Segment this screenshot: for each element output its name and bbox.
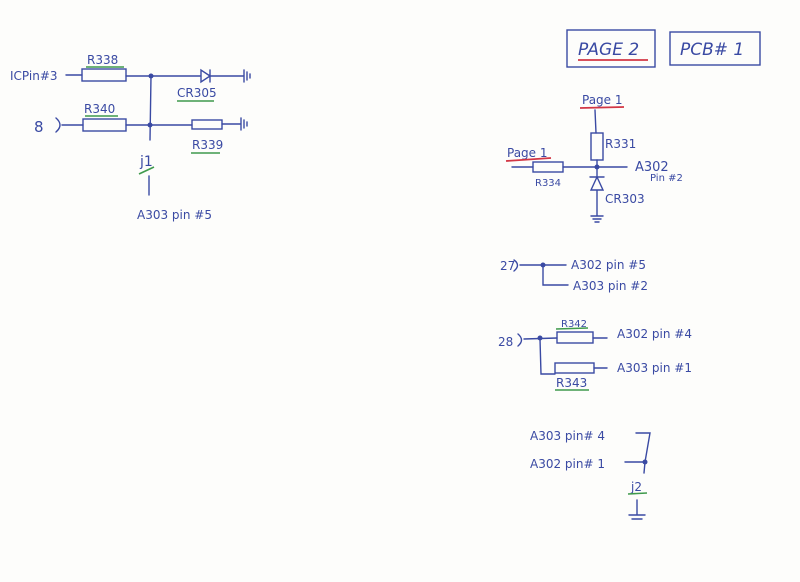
page-label: PAGE 2 (578, 40, 639, 60)
right-top-circuit: Page 1 R331 R334 Page 1 A302 Pin #2 CR30… (505, 93, 683, 223)
a303-pin2-label: A303 pin #2 (573, 279, 648, 293)
r342-label: R342 (561, 319, 587, 330)
resistor-r338 (81, 68, 127, 82)
r343-label: R343 (556, 376, 587, 390)
connector-27: 27 A302 pin #5 A303 pin #2 (500, 258, 648, 293)
r331-label: R331 (605, 137, 636, 151)
page-label-box: PAGE 2 (566, 29, 656, 68)
left-circuit: ICPin#3 R338 CR305 8 R340 R339 j1 A303 p… (10, 53, 251, 222)
resistor-r342 (556, 331, 594, 344)
diode-cr305 (200, 68, 251, 84)
a302-pin2-label: Pin #2 (650, 173, 683, 184)
resistor-r339 (191, 119, 223, 130)
diode-cr303 (589, 166, 605, 223)
a303-pin1-label: A303 pin #1 (617, 361, 692, 375)
connector-28-label: 28 (498, 335, 513, 349)
input-8-label: 8 (34, 118, 44, 136)
j2-label: j2 (630, 480, 642, 494)
resistor-r334 (532, 161, 564, 173)
j1-label: j1 (139, 154, 153, 170)
pcb-label: PCB# 1 (680, 40, 744, 60)
resistor-r340 (82, 118, 127, 132)
input-ic-pin3-label: ICPin#3 (10, 69, 58, 83)
r339-label: R339 (192, 138, 223, 152)
r340-label: R340 (84, 102, 115, 116)
pcb-label-box: PCB# 1 (669, 31, 761, 66)
r338-label: R338 (87, 53, 118, 67)
a302-pin4-label: A302 pin #4 (617, 327, 692, 341)
a303-pin4-label: A303 pin# 4 (530, 429, 605, 443)
junction-j2: A303 pin# 4 A302 pin# 1 j2 (530, 429, 651, 520)
connector-28: 28 R342 R343 A302 pin #4 A303 pin #1 (498, 319, 692, 391)
connector-27-label: 27 (500, 259, 515, 273)
a302-pin5-label: A302 pin #5 (571, 258, 646, 272)
page1-top-ref: Page 1 (582, 93, 623, 107)
cr303-label: CR303 (605, 192, 645, 206)
r334-label: R334 (535, 178, 561, 189)
resistor-r331 (590, 132, 604, 161)
a303-pin5-label: A303 pin #5 (137, 208, 212, 222)
a302-label: A302 (635, 160, 669, 175)
page1-left-ref: Page 1 (507, 146, 548, 160)
resistor-r343 (554, 362, 595, 374)
a302-pin1-label: A302 pin# 1 (530, 457, 605, 471)
cr305-label: CR305 (177, 86, 217, 100)
